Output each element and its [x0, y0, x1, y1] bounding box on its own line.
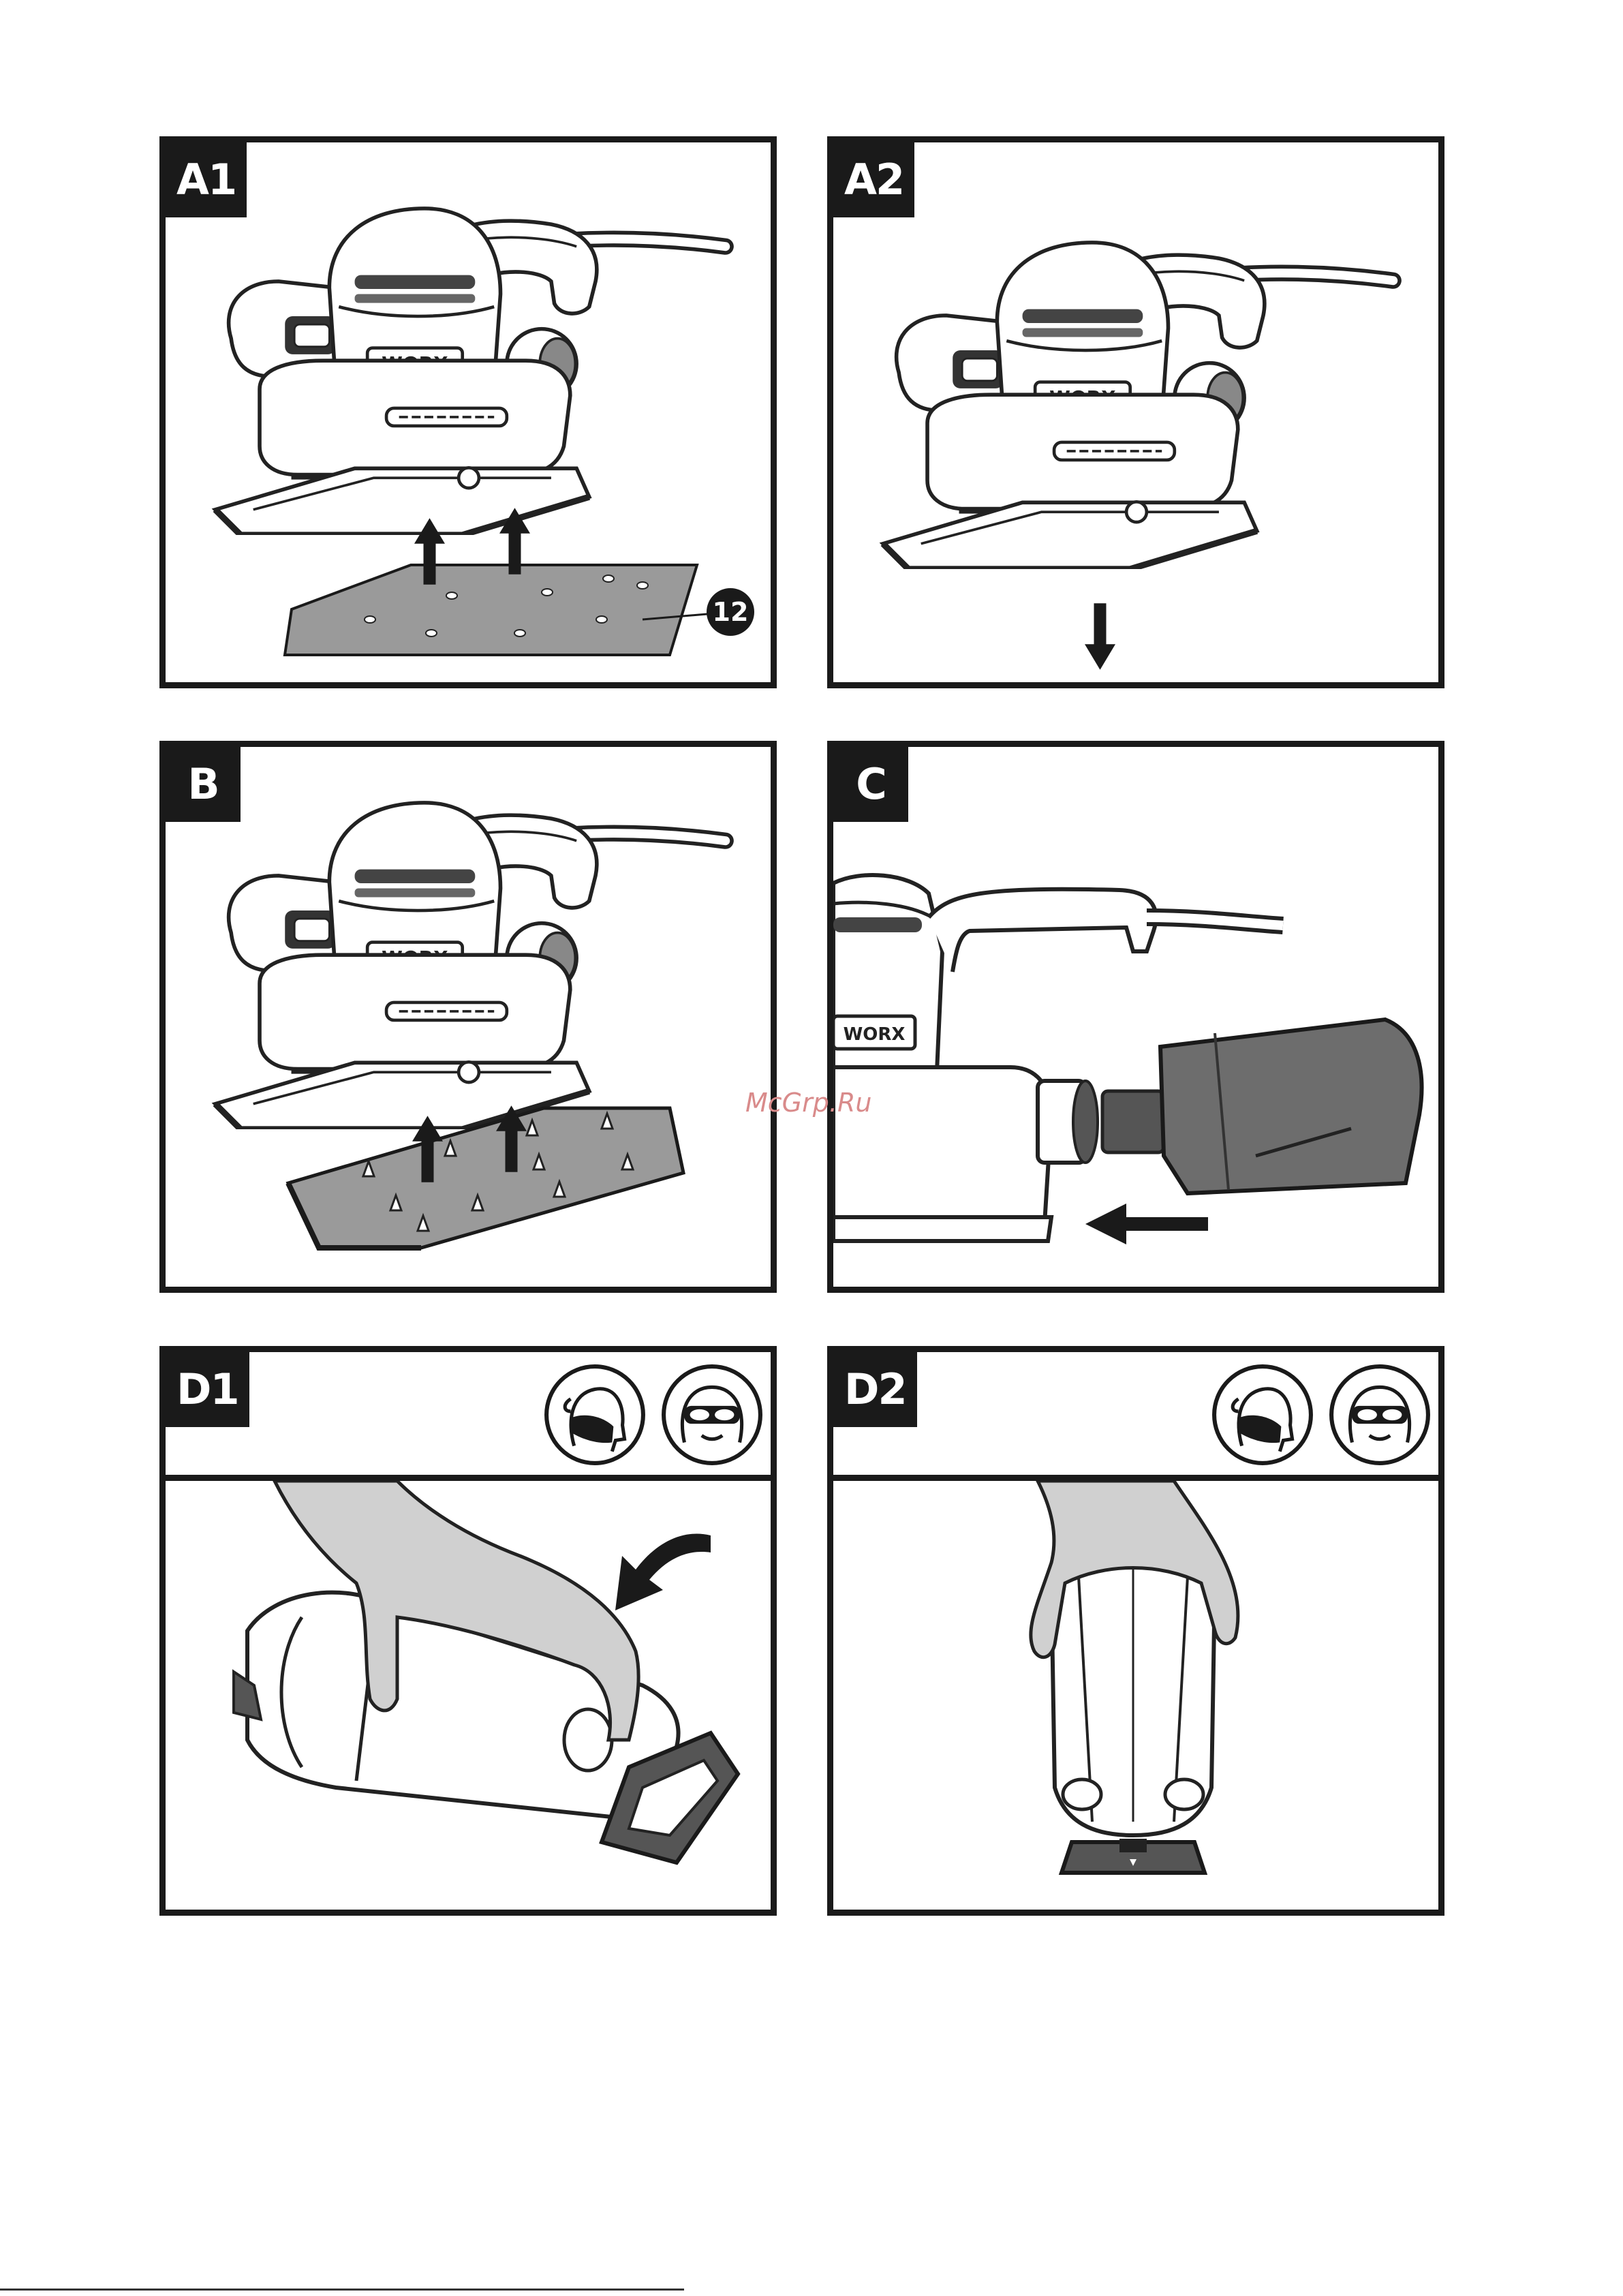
panel-d2: D2 [827, 1346, 1444, 1916]
panel-d2-divider [833, 1475, 1438, 1481]
panel-d1-divider [166, 1475, 771, 1481]
panel-label-d1: D1 [166, 1352, 249, 1427]
callout-12: 12 [707, 588, 754, 636]
safety-goggles-icon [1328, 1363, 1432, 1467]
left-arrow-icon [1085, 1204, 1208, 1244]
svg-text:WORX: WORX [844, 1024, 906, 1045]
dust-box-attach-illustration: WORX [833, 747, 1438, 1287]
sander-press-down-illustration [833, 142, 1438, 682]
panel-c: C WORX [827, 741, 1444, 1293]
dust-mask-icon [1211, 1363, 1314, 1467]
sander-perforator-illustration [166, 747, 771, 1287]
safety-goggles-icon [660, 1363, 764, 1467]
panel-b: B [159, 741, 777, 1293]
empty-dust-box-tilt-illustration [166, 1481, 771, 1910]
down-arrow-icon [1085, 603, 1115, 670]
panel-a2: A2 [827, 136, 1444, 688]
panel-d1: D1 [159, 1346, 777, 1916]
panel-a1: A1 12 [159, 136, 777, 688]
dust-mask-icon [543, 1363, 647, 1467]
empty-dust-box-vertical-illustration [833, 1481, 1438, 1910]
watermark: McGrp.Ru [745, 1088, 871, 1118]
footer-rule [0, 2289, 684, 2291]
panel-label-d2: D2 [833, 1352, 917, 1427]
sander-attach-sheet-illustration [166, 142, 771, 682]
curved-arrow-icon [615, 1533, 711, 1610]
